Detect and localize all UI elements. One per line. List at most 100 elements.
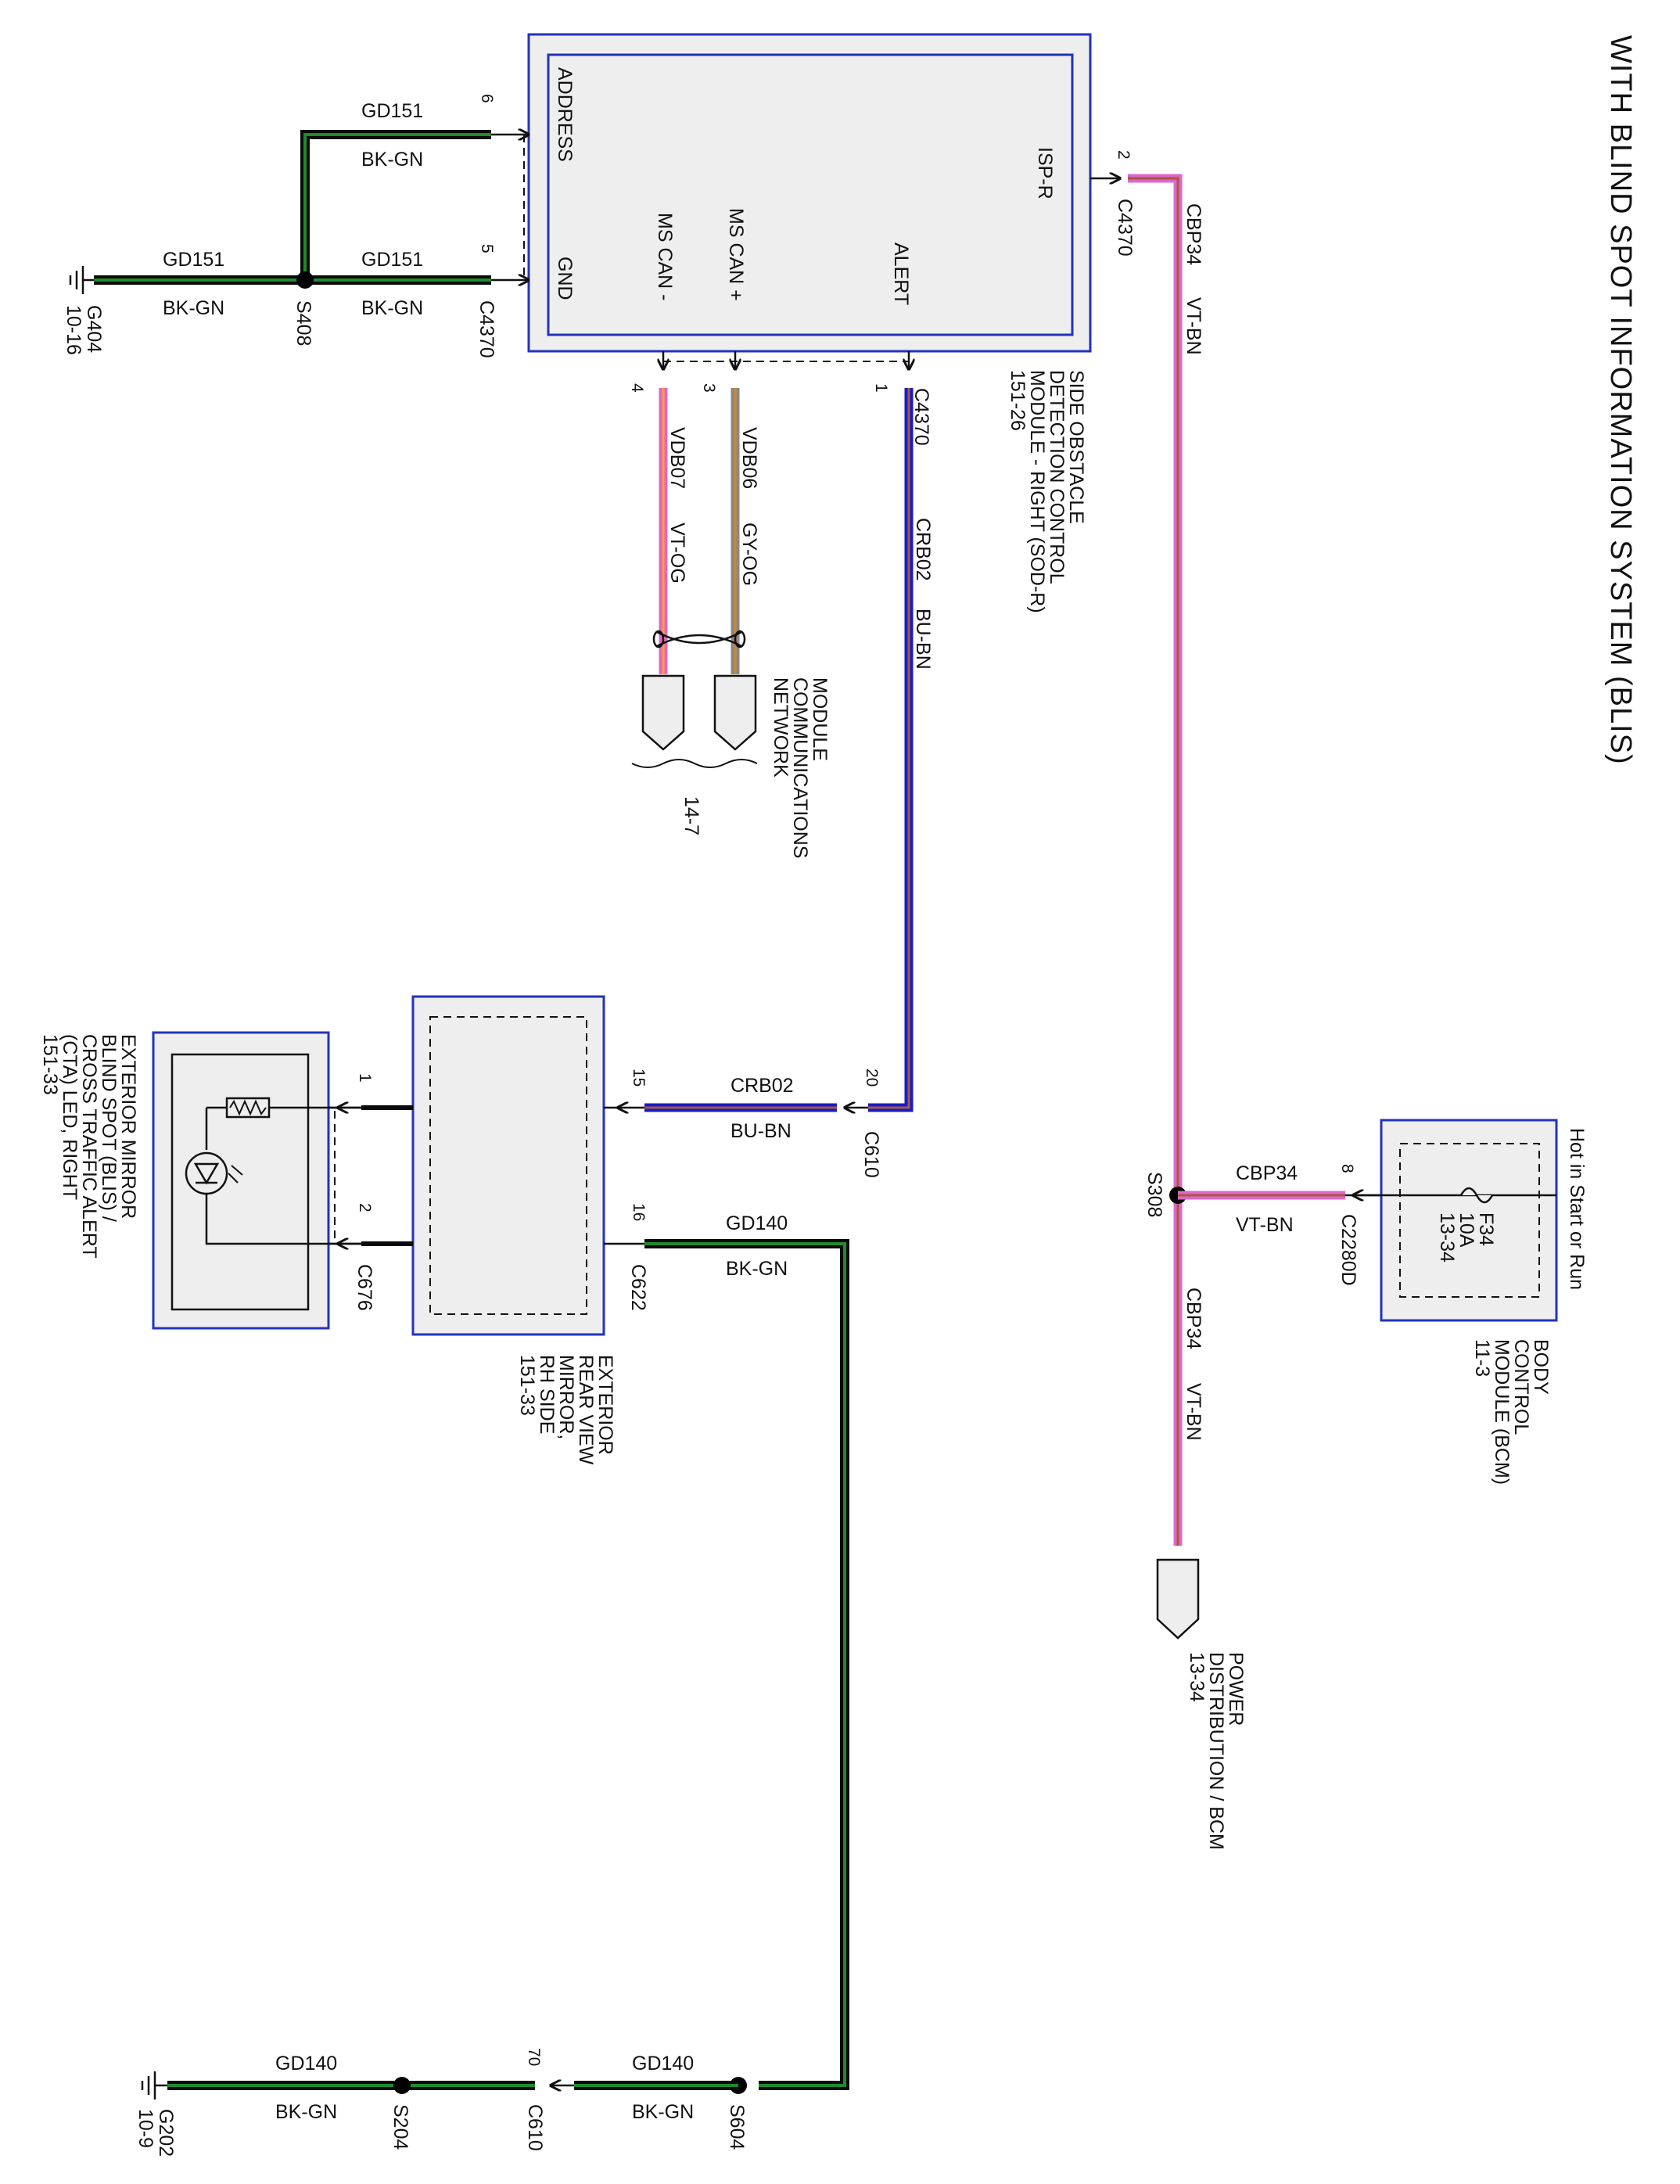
bcm-circuit-label: CBP34 <box>1236 1162 1298 1184</box>
bcm-pin-8: 8 <box>1338 1164 1356 1173</box>
wire-cbp34-isp <box>1128 174 1183 1546</box>
network-ref: 14-7 <box>680 796 702 835</box>
c610-crb02-label: CRB02 <box>731 1075 794 1097</box>
sodr-name-line-3: MODULE - RIGHT (SOD-R) <box>1026 370 1048 613</box>
twisted-pair-icon <box>652 630 746 648</box>
pin-1: 1 <box>872 383 890 393</box>
vt-og-label: VT-OG <box>666 523 688 584</box>
sodr-pin-isp-r: ISP-R <box>1034 147 1056 199</box>
network-name-line-2: COMMUNICATIONS <box>789 677 811 858</box>
pin-2-isp: 2 <box>1115 150 1133 160</box>
power-dist-line-2: DISTRIBUTION / BCM <box>1205 1652 1227 1850</box>
ground-g202-label: G202 <box>155 2109 177 2157</box>
connector-c4370-alert: C4370 <box>910 388 932 446</box>
gd140-color-c: BK-GN <box>275 2101 337 2123</box>
ground-g404-ref: 10-16 <box>63 305 84 355</box>
gd151-label-b: GD151 <box>361 249 423 271</box>
ground-g404-icon <box>69 266 94 294</box>
cbp34-label-lower: CBP34 <box>1183 1288 1204 1349</box>
network-arrow-plus-icon <box>713 674 757 751</box>
vt-bn-label-lower: VT-BN <box>1183 1383 1204 1441</box>
ground-g404-label: G404 <box>83 305 105 353</box>
gd140-color-b: BK-GN <box>632 2101 694 2123</box>
crb02-label: CRB02 <box>912 518 934 581</box>
diagram-title: WITH BLIND SPOT INFORMATION SYSTEM (BLIS… <box>1604 35 1637 765</box>
power-dist-line-1: POWER <box>1225 1652 1247 1726</box>
power-distribution-arrow-icon <box>1156 1558 1200 1640</box>
mirror-module <box>411 995 605 1336</box>
bu-bn-label: BU-BN <box>912 609 934 670</box>
gd140-color-a: BK-GN <box>726 1258 788 1280</box>
splice-s204 <box>393 2077 411 2094</box>
connector-c676: C676 <box>354 1264 375 1311</box>
gy-og-label: GY-OG <box>738 523 760 586</box>
led-name-line-3: CROSS TRAFFIC ALERT <box>78 1034 100 1259</box>
splice-s408 <box>296 271 314 289</box>
mirror-name-line-3: MIRROR, <box>555 1355 577 1439</box>
ground-g202-icon <box>141 2071 167 2100</box>
ground-g202-ref: 10-9 <box>135 2109 156 2148</box>
pin-4: 4 <box>628 383 646 393</box>
sodr-name-line-2: DETECTION CONTROL <box>1046 370 1068 584</box>
vdb07-label: VDB07 <box>666 427 688 489</box>
gd151-label-a: GD151 <box>361 100 423 122</box>
led-pin-2: 2 <box>356 1203 374 1212</box>
sodr-pin-address: ADDRESS <box>554 67 576 162</box>
c610-pin-70: 70 <box>525 2048 543 2066</box>
c610-connector-label: C610 <box>860 1131 882 1178</box>
wire-gd151-address <box>300 130 491 278</box>
bcm-name-line-3: MODULE (BCM) <box>1491 1339 1513 1485</box>
mirror-pin-16: 16 <box>630 1203 648 1221</box>
network-name-line-3: NETWORK <box>770 677 792 778</box>
fuse-f34-icon <box>1459 1187 1494 1204</box>
sodr-module-inner <box>547 53 1074 336</box>
pin-5: 5 <box>478 244 496 253</box>
led-name-line-2: BLIND SPOT (BLIS) / <box>98 1034 120 1222</box>
gd140-label-a: GD140 <box>726 1212 788 1234</box>
power-dist-line-3: 13-34 <box>1186 1652 1208 1702</box>
sodr-name-line-1: SIDE OBSTACLE <box>1065 370 1087 524</box>
connector-c4370-gnd: C4370 <box>476 300 497 358</box>
sodr-name-line-4: 151-26 <box>1007 370 1028 431</box>
mirror-pin-15: 15 <box>630 1069 648 1087</box>
splice-s204-label: S204 <box>389 2104 411 2150</box>
bk-gn-label-c: BK-GN <box>163 297 224 319</box>
bk-gn-label-a: BK-GN <box>361 149 423 171</box>
wire-crb02 <box>868 388 914 1112</box>
sodr-pin-ms-can-minus: MS CAN - <box>654 213 676 301</box>
sodr-pin-gnd: GND <box>554 257 576 300</box>
gd140-label-c: GD140 <box>275 2053 337 2074</box>
vdb06-label: VDB06 <box>738 427 760 489</box>
fuse-line-2: 10A <box>1456 1212 1477 1248</box>
network-arrow-minus-icon <box>641 674 685 751</box>
mirror-name-line-1: EXTERIOR <box>594 1355 616 1455</box>
splice-s308-label: S308 <box>1143 1172 1165 1217</box>
sodr-module-outer <box>527 33 1092 353</box>
vt-bn-label-upper: VT-BN <box>1183 297 1204 355</box>
bcm-connector: C2280D <box>1337 1214 1359 1286</box>
sodr-pin-ms-can-plus: MS CAN + <box>725 208 747 301</box>
fuse-line-1: F34 <box>1475 1212 1497 1246</box>
gd151-label-c: GD151 <box>163 249 224 271</box>
mirror-name-line-2: REAR VIEW <box>575 1355 597 1465</box>
c610-bu-bn-label: BU-BN <box>731 1120 792 1142</box>
wire-gd140-mirror <box>644 1239 849 2090</box>
bcm-module <box>1380 1119 1558 1322</box>
bcm-name-line-2: CONTROL <box>1510 1339 1532 1435</box>
led-name-line-4: (CTA) LED, RIGHT <box>59 1034 81 1200</box>
led-module <box>152 1031 330 1330</box>
mirror-connector-c622: C622 <box>627 1264 649 1311</box>
network-name-line-1: MODULE <box>809 677 831 761</box>
bk-gn-label-b: BK-GN <box>361 297 423 319</box>
bcm-name-line-4: 11-3 <box>1471 1339 1493 1377</box>
cbp34-label-upper: CBP34 <box>1183 203 1204 265</box>
mirror-name-line-5: 151-33 <box>516 1355 538 1416</box>
bcm-color-label: VT-BN <box>1236 1214 1294 1236</box>
c610-pin-20: 20 <box>863 1069 881 1087</box>
led-pin-1: 1 <box>356 1073 374 1083</box>
splice-s408-label: S408 <box>293 300 314 346</box>
pin-6: 6 <box>478 94 496 103</box>
led-name-line-1: EXTERIOR MIRROR <box>117 1034 139 1219</box>
connector-c4370-isp: C4370 <box>1114 199 1136 257</box>
